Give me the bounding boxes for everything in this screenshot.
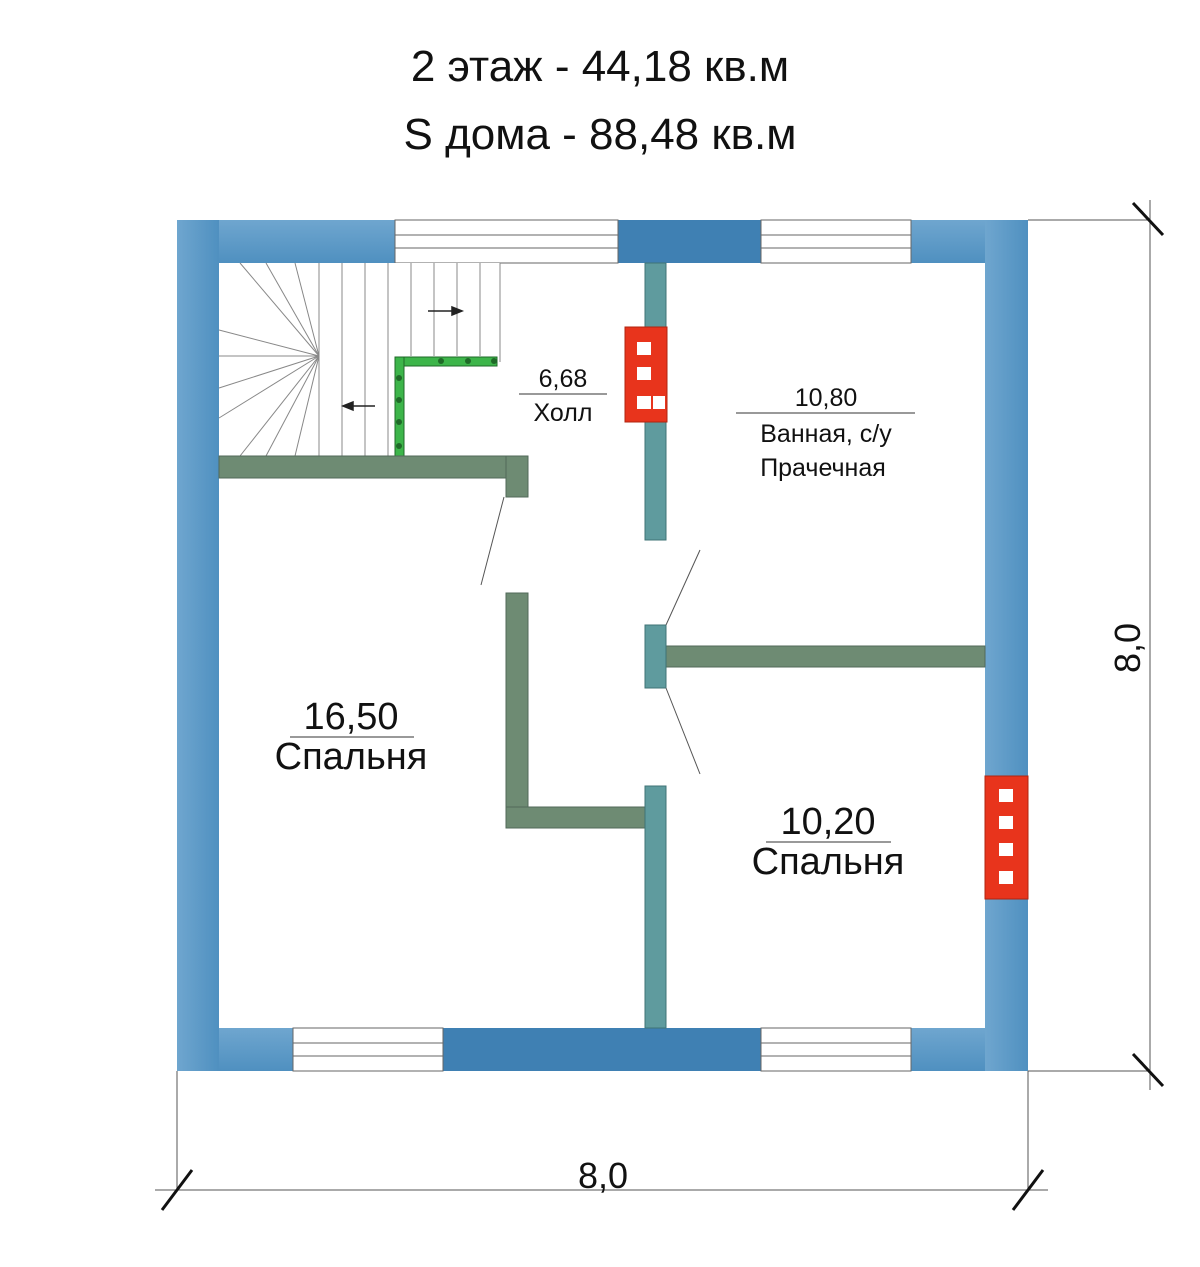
- hall-area: 6,68: [539, 365, 588, 393]
- chimney-right: [984, 775, 1029, 900]
- hall-name: Холл: [534, 399, 593, 427]
- window-bottom-right: [760, 1027, 912, 1072]
- bedroom-left-area: 16,50: [303, 696, 398, 738]
- floor-area-title: 2 этаж - 44,18 кв.м: [410, 42, 790, 91]
- dimension-width: [155, 1071, 1048, 1211]
- window-top-left: [394, 219, 619, 264]
- window-bottom-left: [292, 1027, 444, 1072]
- room-hall: 6,68 Холл: [519, 365, 607, 427]
- windows: [292, 219, 912, 1072]
- door-bedroom-left: [480, 496, 505, 586]
- room-bath: 10,80 Ванная, с/у Прачечная: [736, 384, 915, 482]
- dimension-width-label: 8,0: [578, 1155, 628, 1196]
- door-bedroom-right: [665, 687, 701, 775]
- outer-wall-left: [177, 220, 219, 1071]
- stair-arrow-icon: [340, 305, 465, 412]
- outer-wall-right: [985, 220, 1028, 1071]
- partition-mid: [644, 624, 667, 689]
- bath-area: 10,80: [795, 384, 858, 412]
- bedroom-right-area: 10,20: [780, 801, 875, 843]
- chimney-hall: [624, 326, 668, 423]
- bath-name-2: Прачечная: [760, 454, 886, 482]
- bedroom-right-name: Спальня: [752, 841, 905, 883]
- inner-walls: [218, 455, 986, 829]
- dimension-height-label: 8,0: [1107, 623, 1148, 673]
- wall-stair-bottom: [218, 455, 529, 479]
- door-bath: [665, 549, 701, 626]
- wall-right-horizontal: [665, 645, 986, 668]
- stair-railing: [394, 356, 498, 457]
- doors: [480, 496, 701, 775]
- house-area-title: S дома - 88,48 кв.м: [403, 110, 797, 159]
- window-top-right: [760, 219, 912, 264]
- partition-bedrooms: [644, 785, 667, 1029]
- room-bedroom-left: 16,50 Спальня: [275, 696, 428, 778]
- bath-name: Ванная, с/у: [760, 420, 892, 448]
- wall-bedroom-left-vertical: [505, 592, 529, 829]
- room-bedroom-right: 10,20 Спальня: [752, 801, 905, 883]
- bedroom-left-name: Спальня: [275, 736, 428, 778]
- wall-stair-return: [505, 455, 529, 498]
- dimension-height: [1028, 200, 1165, 1090]
- wall-bedroom-left-horizontal: [505, 806, 646, 829]
